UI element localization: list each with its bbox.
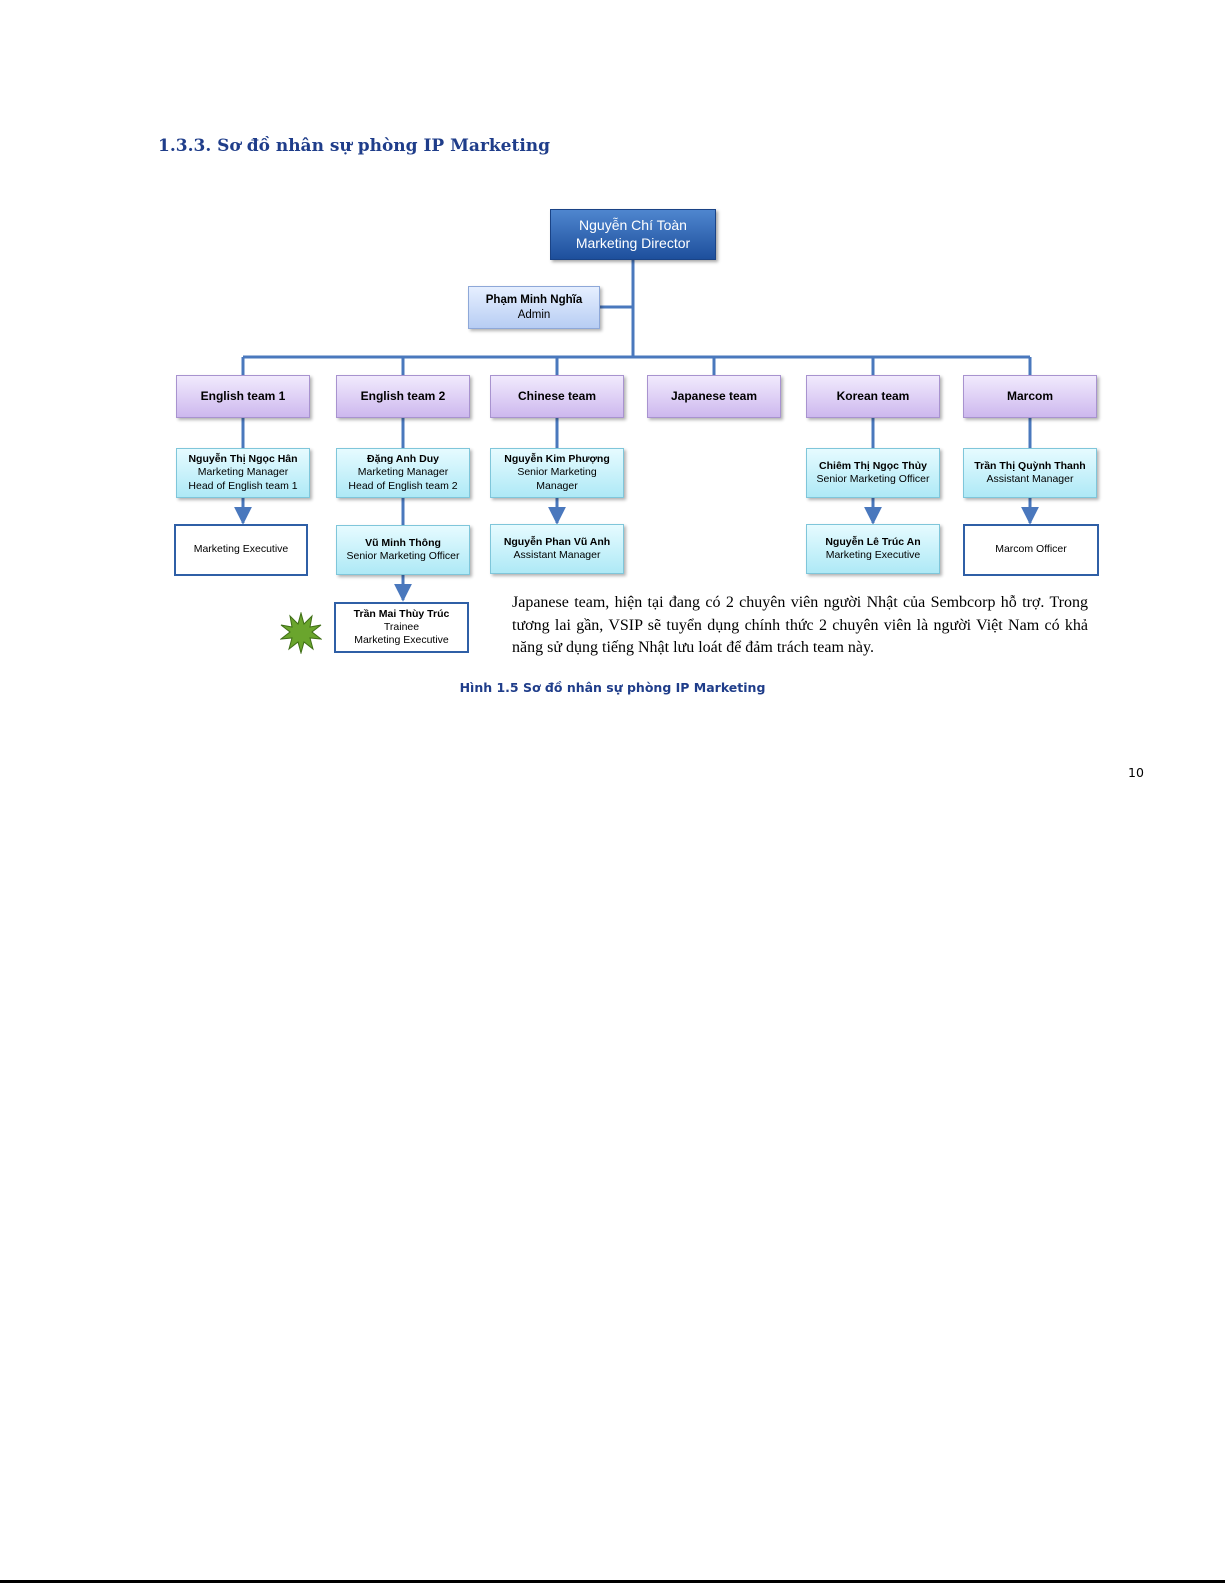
- english1-staff-box: Marketing Executive: [174, 524, 308, 576]
- director-title: Marketing Director: [575, 234, 691, 251]
- page-number: 10: [1128, 765, 1144, 780]
- admin-name: Phạm Minh Nghĩa: [485, 294, 583, 307]
- director-box: Nguyễn Chí Toàn Marketing Director: [550, 209, 716, 260]
- chinese-lead-role2: Manager: [536, 479, 578, 492]
- team-english-1: English team 1: [176, 375, 310, 418]
- english1-lead-box: Nguyễn Thị Ngọc Hân Marketing Manager He…: [176, 448, 310, 498]
- marcom-lead-role: Assistant Manager: [986, 473, 1074, 485]
- trainee-name: Trần Mai Thùy Trúc: [353, 607, 450, 620]
- english2-staff-role: Senior Marketing Officer: [346, 550, 460, 562]
- figure-caption: Hình 1.5 Sơ đồ nhân sự phòng IP Marketin…: [459, 680, 766, 695]
- trainee-role: Trainee: [383, 620, 420, 633]
- admin-box: Phạm Minh Nghĩa Admin: [468, 286, 600, 329]
- chinese-staff-name: Nguyễn Phan Vũ Anh: [503, 535, 611, 548]
- korean-lead-role: Senior Marketing Officer: [816, 473, 930, 485]
- admin-title: Admin: [517, 308, 551, 321]
- korean-lead-box: Chiêm Thị Ngọc Thủy Senior Marketing Off…: [806, 448, 940, 498]
- team-chinese: Chinese team: [490, 375, 624, 418]
- team-marcom: Marcom: [963, 375, 1097, 418]
- trainee-role2: Marketing Executive: [354, 634, 449, 647]
- chinese-lead-role: Senior Marketing: [517, 466, 597, 479]
- english2-trainee-box: Trần Mai Thùy Trúc Trainee Marketing Exe…: [334, 602, 469, 653]
- marcom-lead-box: Trần Thị Quỳnh Thanh Assistant Manager: [963, 448, 1097, 498]
- korean-staff-box: Nguyễn Lê Trúc An Marketing Executive: [806, 524, 940, 574]
- marcom-staff-box: Marcom Officer: [963, 524, 1099, 576]
- chinese-lead-box: Nguyễn Kim Phượng Senior Marketing Manag…: [490, 448, 624, 498]
- marcom-lead-name: Trần Thị Quỳnh Thanh: [974, 459, 1086, 472]
- english1-lead-name: Nguyễn Thị Ngọc Hân: [188, 453, 298, 466]
- japanese-team-note: Japanese team, hiện tại đang có 2 chuyên…: [512, 594, 1088, 656]
- english1-lead-role: Marketing Manager: [197, 466, 289, 479]
- english2-staff-box: Vũ Minh Thông Senior Marketing Officer: [336, 525, 470, 575]
- team-korean: Korean team: [806, 375, 940, 418]
- chinese-staff-box: Nguyễn Phan Vũ Anh Assistant Manager: [490, 524, 624, 574]
- korean-staff-role: Marketing Executive: [825, 549, 921, 561]
- english2-lead-role2: Head of English team 2: [348, 479, 458, 492]
- section-heading: 1.3.3. Sơ đồ nhân sự phòng IP Marketing: [158, 136, 551, 156]
- english1-staff-role: Marketing Executive: [193, 543, 289, 556]
- english2-lead-role: Marketing Manager: [357, 466, 449, 479]
- english2-staff-name: Vũ Minh Thông: [365, 536, 441, 549]
- english2-lead-box: Đặng Anh Duy Marketing Manager Head of E…: [336, 448, 470, 498]
- korean-staff-name: Nguyễn Lê Trúc An: [825, 535, 921, 548]
- team-english-2: English team 2: [336, 375, 470, 418]
- korean-lead-name: Chiêm Thị Ngọc Thủy: [819, 459, 927, 472]
- burst-star-icon: [280, 612, 322, 654]
- english1-lead-role2: Head of English team 1: [188, 479, 298, 492]
- page-bottom-rule: [0, 1580, 1225, 1583]
- english2-lead-name: Đặng Anh Duy: [367, 453, 439, 466]
- chinese-staff-role: Assistant Manager: [513, 549, 601, 561]
- marcom-staff-role: Marcom Officer: [995, 543, 1067, 556]
- chinese-lead-name: Nguyễn Kim Phượng: [504, 453, 610, 466]
- director-name: Nguyễn Chí Toàn: [579, 217, 687, 233]
- team-japanese: Japanese team: [647, 375, 781, 418]
